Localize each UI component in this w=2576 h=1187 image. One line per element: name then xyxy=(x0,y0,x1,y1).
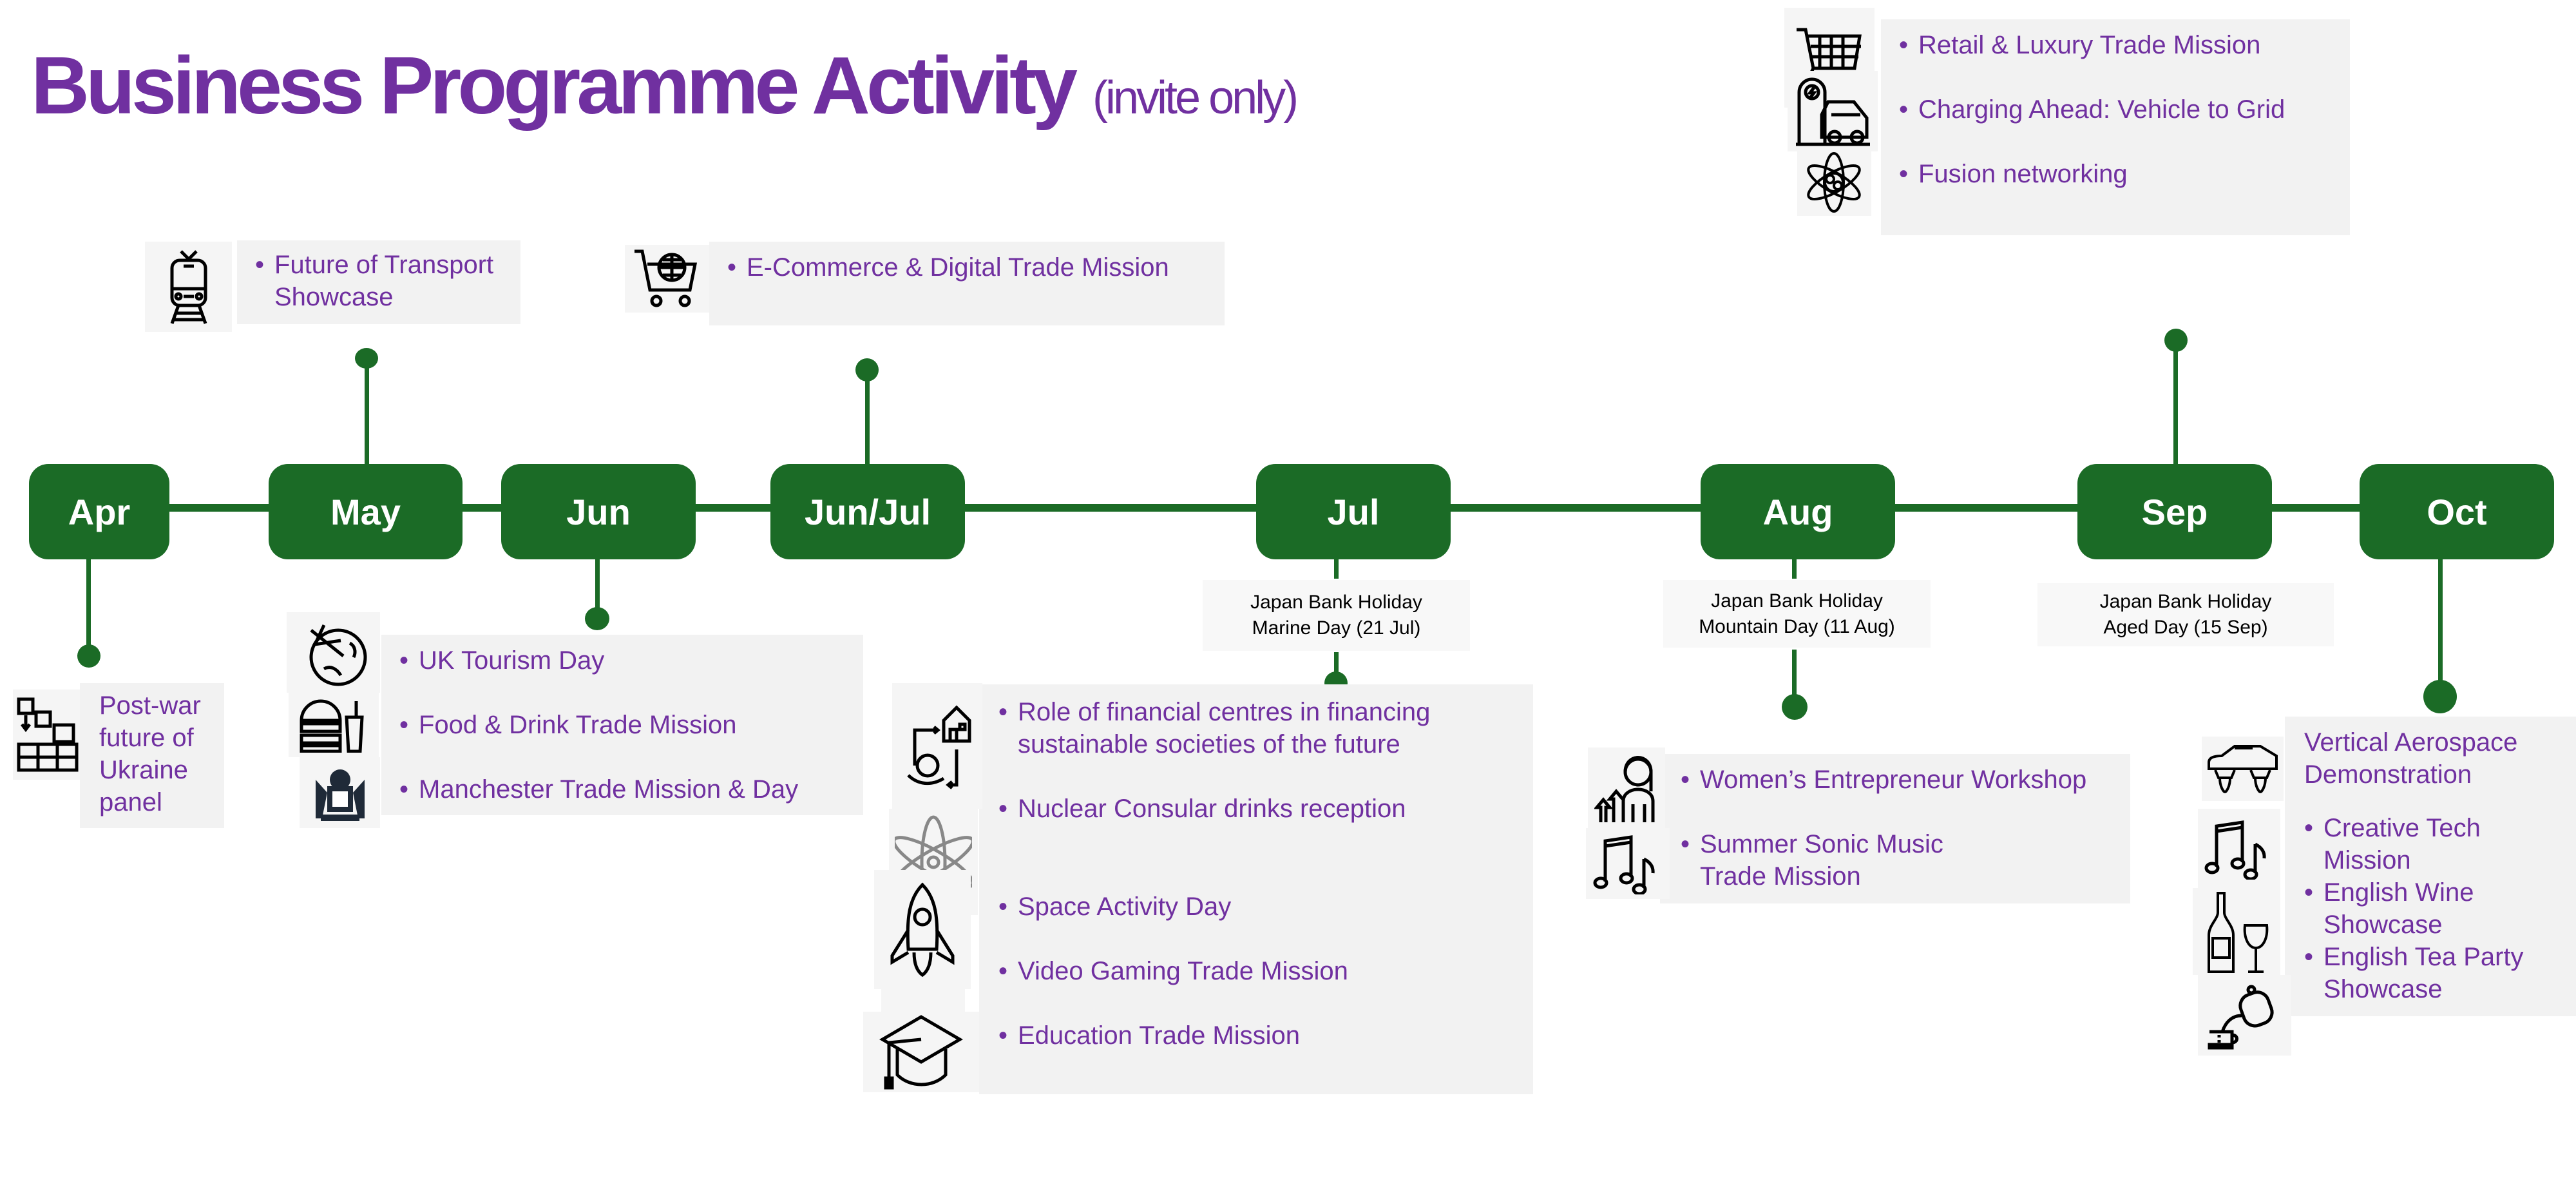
month-sep: Sep xyxy=(2077,464,2272,559)
jun-events-panel: UK Tourism Day Food & Drink Trade Missio… xyxy=(381,635,863,815)
apr-events-panel: Post-war future of Ukraine panel xyxy=(80,683,224,828)
burger-drink-icon xyxy=(289,693,379,757)
event-may-0: Future of Transport Showcase xyxy=(255,249,519,313)
connector-sep xyxy=(2173,348,2178,465)
may-events-panel: Future of Transport Showcase xyxy=(237,240,520,324)
event-oct-2: English Wine Showcase xyxy=(2304,876,2555,941)
connector-dot-apr xyxy=(77,644,100,668)
ev-charging-icon xyxy=(1788,71,1878,151)
event-junjul-0: E-Commerce & Digital Trade Mission xyxy=(727,251,1169,284)
flying-car-icon xyxy=(2202,737,2284,801)
event-jul-0: Role of financial centres in financing s… xyxy=(998,696,1469,760)
event-oct-1: Creative Tech Mission xyxy=(2304,812,2555,876)
connector-apr xyxy=(86,559,91,656)
month-jul: Jul xyxy=(1256,464,1451,559)
event-jun-0: UK Tourism Day xyxy=(399,644,604,677)
title-main: Business Programme Activity xyxy=(31,40,1078,131)
event-oct-0: Vertical Aerospace Demonstration xyxy=(2304,728,2518,789)
event-jul-3: Video Gaming Trade Mission xyxy=(998,955,1348,987)
jul-events-panel: Role of financial centres in financing s… xyxy=(979,684,1533,1094)
fusion-atom-icon xyxy=(1797,148,1871,216)
connector-jul-top xyxy=(1334,559,1339,579)
month-oct: Oct xyxy=(2360,464,2554,559)
month-aug: Aug xyxy=(1701,464,1895,559)
month-may: May xyxy=(269,464,463,559)
finance-house-icon xyxy=(892,683,982,809)
event-sep-2: Fusion networking xyxy=(1899,158,2128,190)
connector-dot-junjul xyxy=(855,358,879,381)
sep-events-panel: Retail & Luxury Trade Mission Charging A… xyxy=(1881,19,2350,235)
train-icon xyxy=(145,242,232,332)
month-jun-jul: Jun/Jul xyxy=(770,464,965,559)
event-aug-1: Summer Sonic Music Trade Mission xyxy=(1681,828,1958,893)
graduation-cap-icon xyxy=(863,1012,979,1092)
music-notes-icon xyxy=(1586,828,1670,899)
event-oct-3: English Tea Party Showcase xyxy=(2304,941,2555,1005)
event-jun-2: Manchester Trade Mission & Day xyxy=(399,773,798,806)
event-sep-1: Charging Ahead: Vehicle to Grid xyxy=(1899,93,2285,126)
connector-may xyxy=(365,358,369,465)
wine-icon xyxy=(2193,888,2280,975)
connector-junjul xyxy=(865,371,870,465)
teapot-icon xyxy=(2198,975,2291,1056)
connector-jun xyxy=(595,559,600,617)
aug-events-panel: Women’s Entrepreneur Workshop Summer Son… xyxy=(1660,754,2130,903)
connector-dot-may xyxy=(355,348,378,369)
connector-oct xyxy=(2438,559,2443,691)
event-jul-4: Education Trade Mission xyxy=(998,1019,1300,1052)
connector-aug xyxy=(1792,650,1797,708)
event-jun-1: Food & Drink Trade Mission xyxy=(399,709,737,741)
junjul-events-panel: E-Commerce & Digital Trade Mission xyxy=(709,242,1225,325)
connector-dot-sep xyxy=(2164,329,2188,352)
event-jul-1: Nuclear Consular drinks reception xyxy=(998,793,1406,825)
oct-events-panel: Vertical Aerospace Demonstration Creativ… xyxy=(2285,717,2576,1016)
ukraine-blocks-icon xyxy=(13,690,82,780)
connector-dot-oct xyxy=(2423,680,2457,713)
title-subtitle: (invite only) xyxy=(1092,72,1299,124)
event-aug-0: Women’s Entrepreneur Workshop xyxy=(1681,764,2086,796)
creative-music-notes-icon xyxy=(2198,809,2280,889)
page-title: Business Programme Activity (invite only… xyxy=(31,39,1299,132)
rocket-icon xyxy=(874,870,971,989)
cart-globe-icon xyxy=(625,245,712,313)
month-apr: Apr xyxy=(29,464,169,559)
woman-growth-icon xyxy=(1588,748,1665,828)
event-jul-2: Space Activity Day xyxy=(998,891,1231,923)
manchester-crest-icon xyxy=(300,757,380,828)
connector-dot-aug xyxy=(1782,694,1808,720)
globe-plane-icon xyxy=(287,612,380,693)
connector-aug-top xyxy=(1792,559,1797,579)
event-apr-0: Post-war future of Ukraine panel xyxy=(99,691,201,816)
connector-dot-jun xyxy=(585,607,609,630)
connector-jul xyxy=(1334,652,1339,678)
event-sep-0: Retail & Luxury Trade Mission xyxy=(1899,29,2260,61)
month-jun: Jun xyxy=(501,464,696,559)
